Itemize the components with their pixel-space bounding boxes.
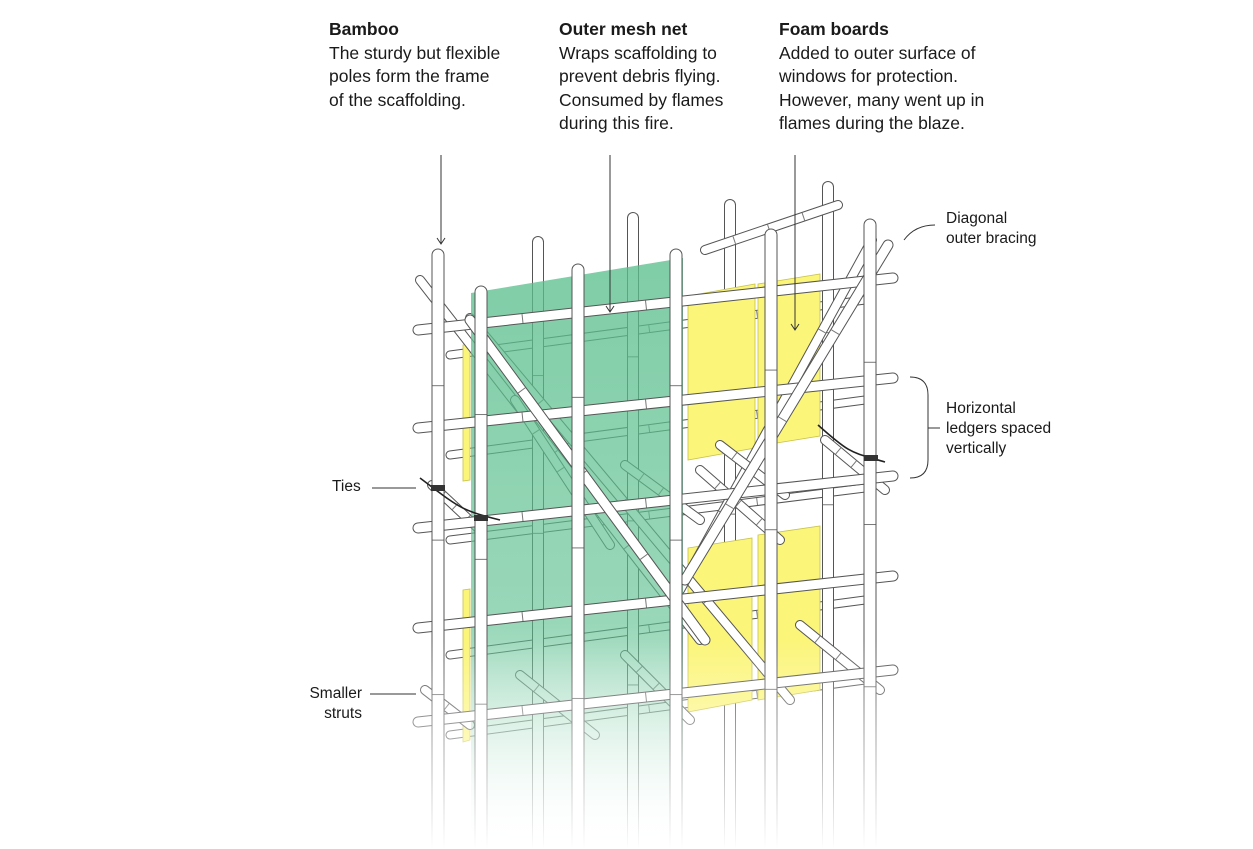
leader-line <box>903 224 936 241</box>
foam-description: Added to outer surface of windows for pr… <box>779 42 985 134</box>
tie-wrap <box>474 515 488 521</box>
foam-board <box>462 343 471 482</box>
bottom-fade <box>290 640 990 849</box>
bracket <box>909 376 940 479</box>
foam-callout: Foam boards Added to outer surface of wi… <box>779 18 1014 136</box>
ties-label: Ties <box>332 478 361 495</box>
mesh-callout: Outer mesh net Wraps scaffolding to prev… <box>559 18 759 136</box>
foam-title: Foam boards <box>779 19 889 39</box>
mesh-title: Outer mesh net <box>559 19 688 39</box>
bamboo-title: Bamboo <box>329 19 399 39</box>
diagonal-bracing-label: Diagonal outer bracing <box>946 210 1037 247</box>
foam-board <box>687 283 756 461</box>
tie <box>419 477 501 521</box>
arrow-icon <box>605 305 615 313</box>
bamboo-callout: Bamboo The sturdy but flexible poles for… <box>329 18 544 112</box>
mesh-description: Wraps scaffolding to prevent debris flyi… <box>559 42 724 134</box>
smaller-struts-label: Smaller struts <box>309 685 362 722</box>
tie-wrap <box>864 455 878 461</box>
leader-lines <box>370 155 940 695</box>
tie-wrap <box>431 485 445 491</box>
arrow-icon <box>790 323 800 331</box>
arrow-icon <box>436 237 446 245</box>
front-ledger <box>412 272 899 336</box>
horizontal-ledgers-label: Horizontal ledgers spaced vertically <box>946 400 1052 457</box>
bamboo-description: The sturdy but flexible poles form the f… <box>329 42 501 110</box>
diagonal-bracing <box>679 239 894 586</box>
